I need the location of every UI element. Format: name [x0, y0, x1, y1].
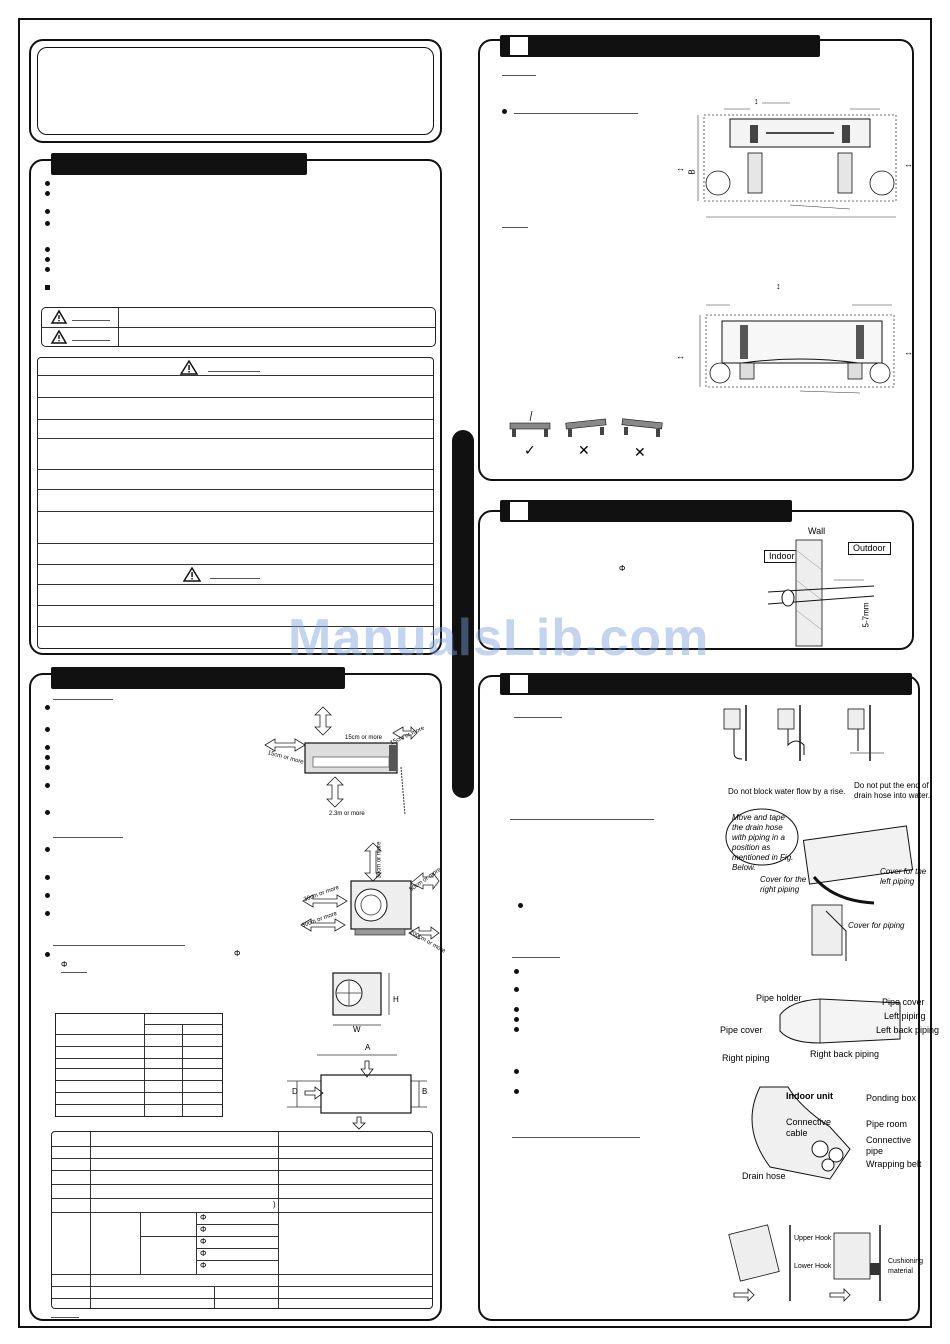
drain-incorrect-diagram: [723, 705, 884, 761]
drainage-header: [500, 673, 912, 695]
pipe-holder-label: Pipe holder: [756, 993, 802, 1003]
cover-piping-diagram: [811, 904, 847, 961]
connective-cable-label: Connective cable: [786, 1117, 832, 1138]
pipe-section-diagram: [751, 1086, 851, 1180]
lower-hook-label: Lower Hook: [794, 1263, 832, 1270]
hooks-diagram: [728, 1224, 881, 1302]
mount-check-diagram: [509, 410, 663, 437]
cover-piping-caption: Cover for piping: [848, 921, 905, 930]
outdoor-unit-top: [287, 1054, 427, 1130]
manual-page: Φ Φ 15cm or more 15cm or more 15cm or mo…: [18, 18, 939, 1328]
up-down-arrow: ↕: [776, 281, 781, 291]
correct-mark: ✓: [524, 442, 536, 458]
up-down-arrow: ↕: [754, 96, 759, 106]
clearance-out-top: 30cm or more: [376, 841, 383, 879]
bracket-dim-b: B: [687, 169, 697, 175]
upper-hook-label: Upper Hook: [794, 1235, 832, 1242]
wrong-mark: ✕: [578, 442, 590, 458]
dimension-table: [55, 1013, 223, 1117]
dim-b: B: [422, 1087, 428, 1096]
connective-pipe-label: Connective pipe: [866, 1135, 912, 1156]
bracket-header: [500, 35, 820, 57]
phi-symbol: Φ: [200, 1261, 207, 1270]
dim-a: A: [365, 1043, 371, 1052]
phi-symbol: Φ: [61, 960, 68, 969]
drain-hose-label: Drain hose: [742, 1171, 786, 1181]
outdoor-label: Outdoor: [848, 542, 891, 555]
dim-w: W: [353, 1025, 361, 1034]
warning-icon: [50, 309, 68, 324]
safety-header: [51, 153, 307, 175]
phi-symbol: Φ: [200, 1213, 207, 1222]
installation-site-panel: Φ Φ 15cm or more 15cm or more 15cm or mo…: [29, 667, 446, 1321]
no-water-caption: Do not put the end of drain hose into wa…: [854, 781, 931, 800]
slope-label: 5-7mm: [861, 602, 871, 628]
cover-left-caption: Cover for the left piping: [880, 867, 927, 886]
dim-d: D: [292, 1087, 298, 1096]
left-right-arrow: ↔: [904, 159, 913, 169]
outdoor-clearance-diagram: [300, 842, 440, 940]
left-piping-label: Left piping: [884, 1011, 926, 1021]
dim-h: H: [393, 995, 399, 1004]
site-header: [51, 667, 345, 689]
cushioning-label: Cushioning material: [888, 1258, 924, 1275]
outdoor-unit-front: [332, 972, 390, 1026]
side-tab: [452, 430, 474, 798]
wall-hole-panel: Φ Wall Indoor Outdoor 5-7mm: [478, 500, 914, 650]
phi-symbol: Φ: [200, 1237, 207, 1246]
clearance-top: 15cm or more: [345, 735, 383, 741]
left-right-arrow: ↔: [676, 163, 685, 173]
piping-directions-diagram: [779, 998, 901, 1044]
clearance-floor: 2.3m or more: [329, 811, 365, 817]
right-back-piping-label: Right back piping: [810, 1049, 880, 1059]
bracket-panel: ↕ ↔ ↔ B ↕ ↔ ↔: [478, 35, 914, 481]
ponding-box-label: Ponding box: [866, 1093, 917, 1103]
phi-symbol: Φ: [200, 1249, 207, 1258]
bracket-diagram-top: [697, 102, 897, 218]
caution-icon: [50, 329, 68, 344]
drainage-panel: Do not block water flow by a rise. Do no…: [478, 673, 939, 1321]
pipe-cover-right-label: Pipe cover: [882, 997, 925, 1007]
right-piping-label: Right piping: [722, 1053, 770, 1063]
warning-table: [37, 357, 434, 649]
drain-tape-diagram: [725, 808, 914, 905]
wrapping-belt-label: Wrapping belt: [866, 1159, 922, 1169]
watermark: ManualsLib.com: [288, 609, 710, 667]
paren-symbol: ): [273, 1200, 276, 1209]
symbol-legend: [41, 307, 436, 347]
left-right-arrow: ↔: [676, 351, 685, 361]
indoor-clearance-diagram: [264, 706, 418, 816]
caution-heading-icon: [182, 566, 202, 582]
left-right-arrow: ↔: [904, 347, 913, 357]
phi-symbol: Φ: [200, 1225, 207, 1234]
wrong-mark: ✕: [634, 444, 646, 460]
spec-table: ) Φ Φ Φ Φ Φ: [51, 1131, 433, 1309]
no-rise-caption: Do not block water flow by a rise.: [728, 787, 846, 796]
wall-label: Wall: [808, 526, 826, 536]
cover-right-caption: Cover for the right piping: [760, 875, 807, 894]
warning-heading-icon: [179, 359, 199, 375]
title-panel: [29, 39, 442, 143]
phi-symbol: Φ: [234, 949, 241, 958]
phi-symbol: Φ: [619, 564, 626, 573]
wall-hole-header: [500, 500, 792, 522]
wall-hole-diagram: [767, 539, 875, 647]
left-back-piping-label: Left back piping: [876, 1025, 940, 1035]
indoor-unit-label: Indoor unit: [786, 1091, 833, 1101]
pipe-cover-left-label: Pipe cover: [720, 1025, 763, 1035]
safety-panel: [29, 153, 442, 655]
pipe-room-label: Pipe room: [866, 1119, 908, 1129]
tape-note: Move and tape the drain hose with piping…: [732, 813, 794, 872]
bracket-diagram-bottom: [699, 304, 895, 394]
